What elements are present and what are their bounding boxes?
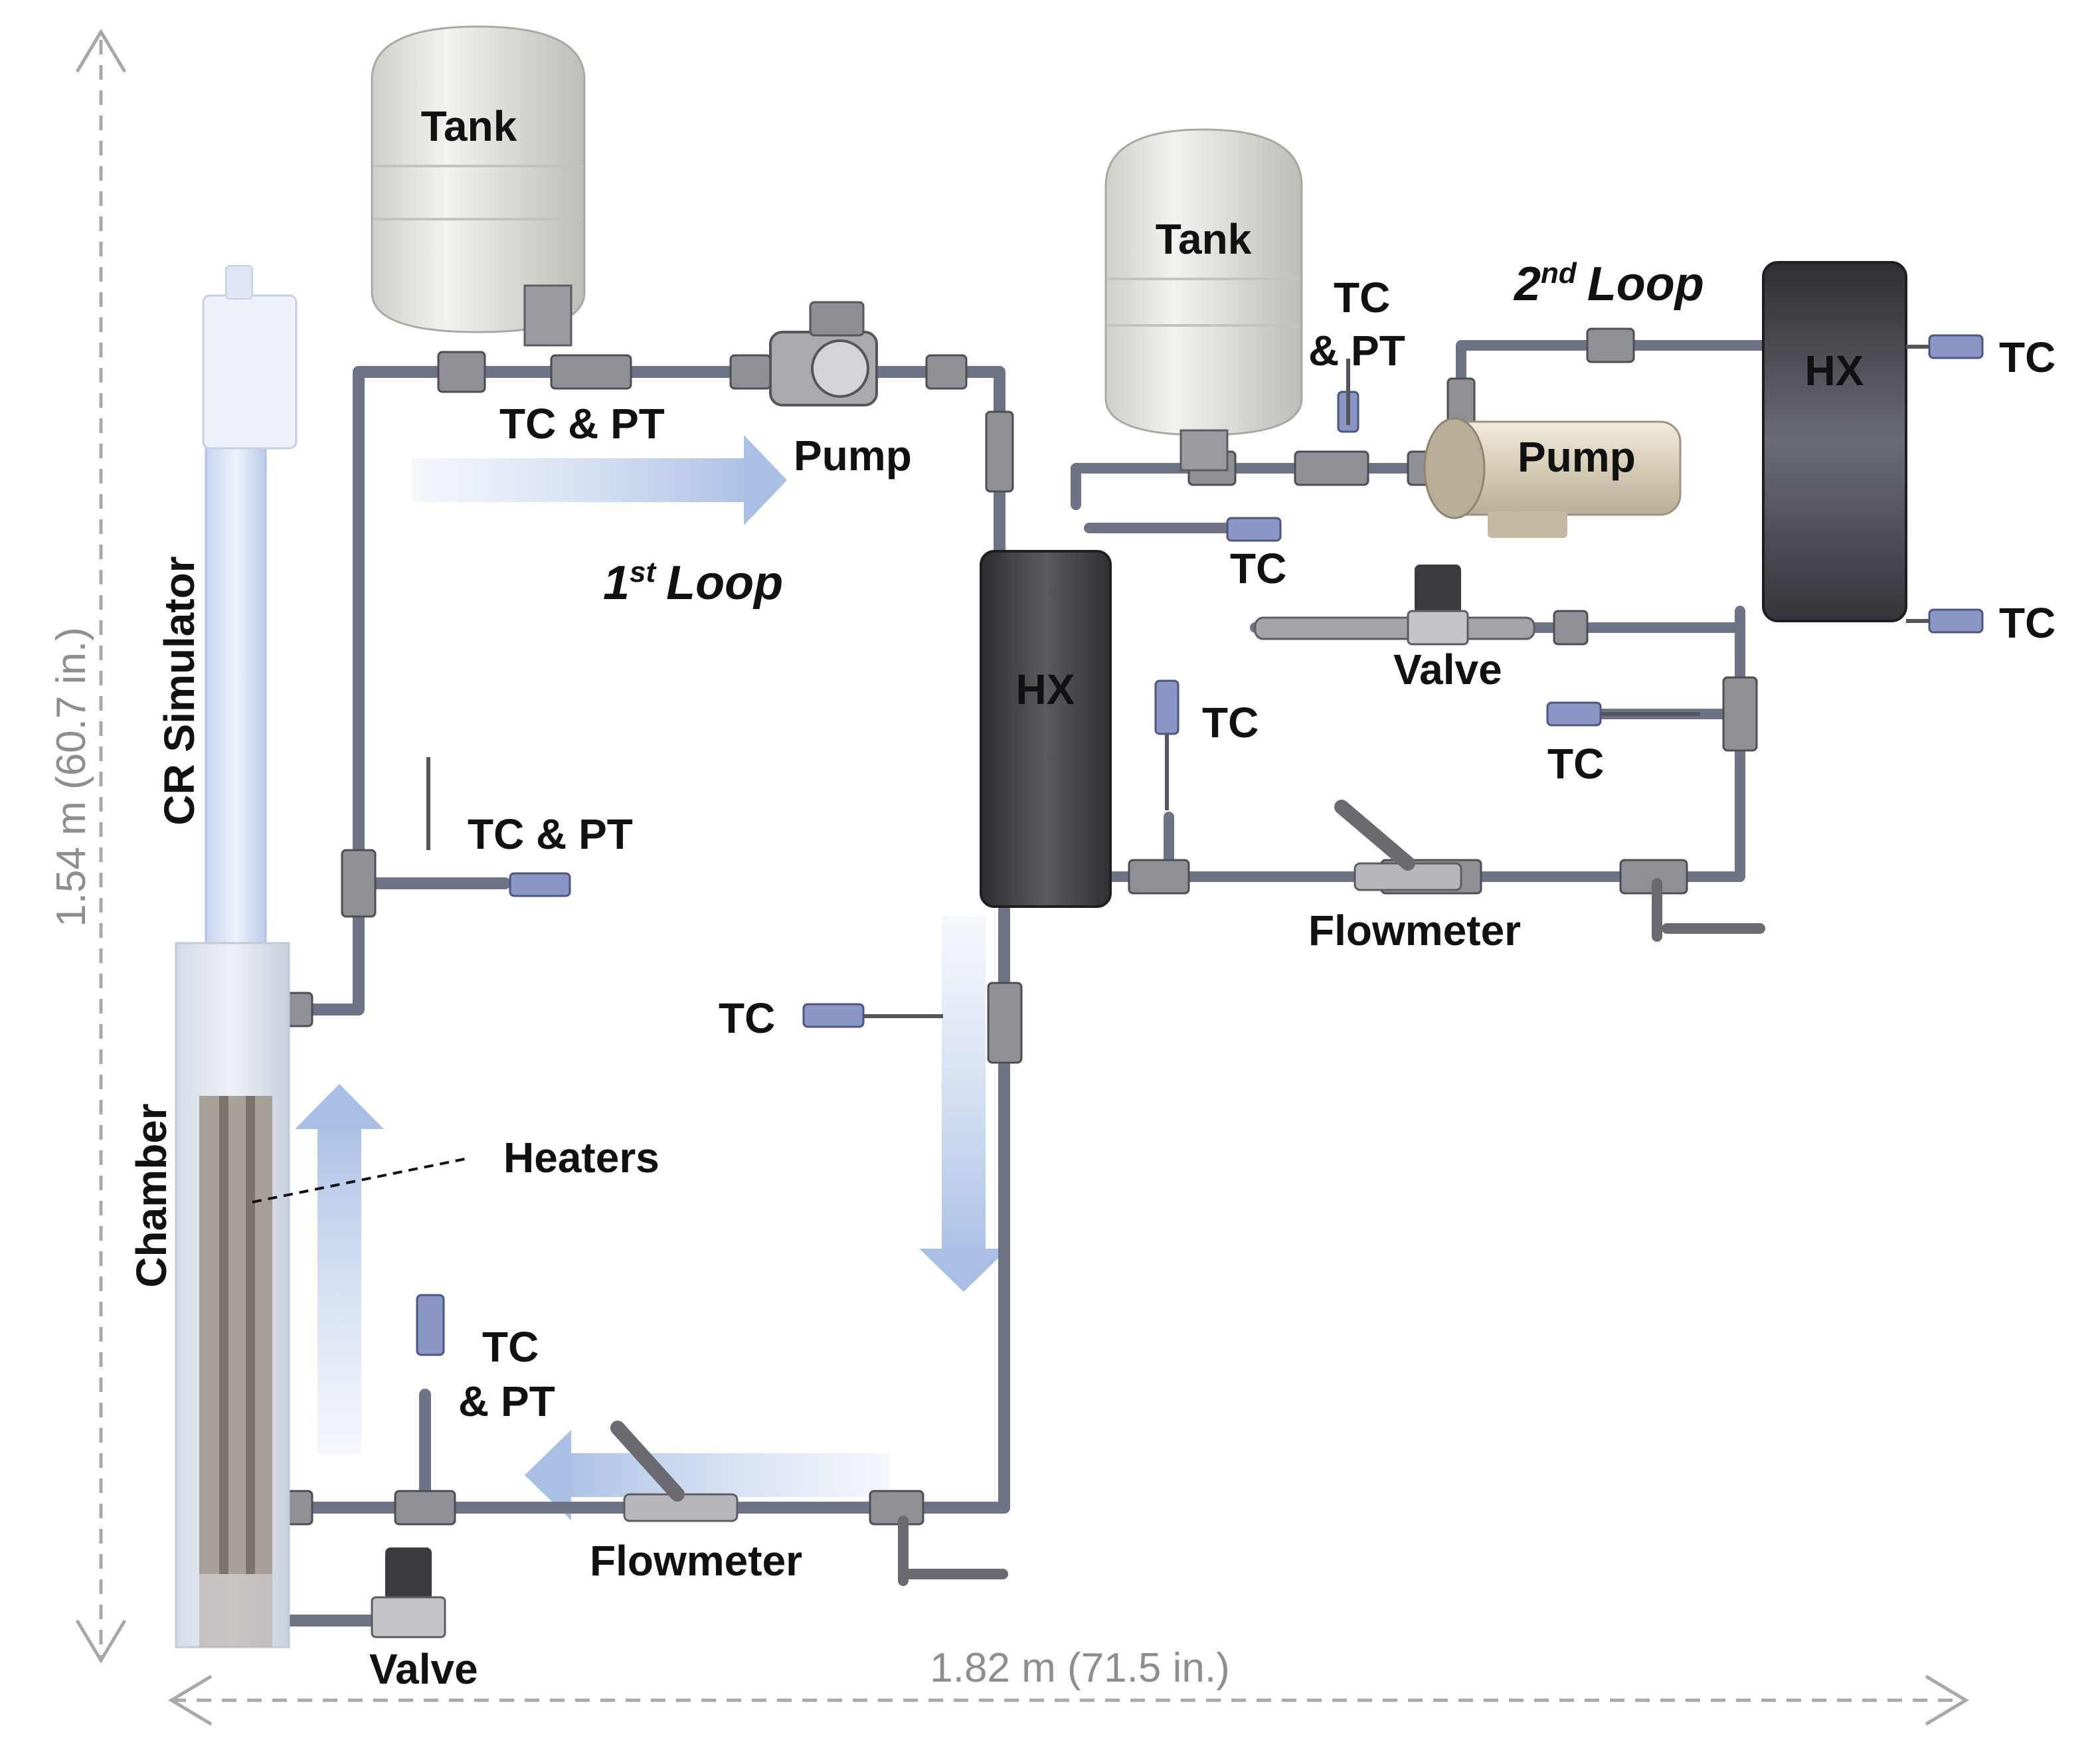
flow-arrow-up bbox=[295, 1084, 384, 1455]
tc-pt-right-label-line1: TC bbox=[1334, 274, 1390, 321]
tank-right-label: Tank bbox=[1156, 215, 1252, 263]
tc-pt-mid-label: TC & PT bbox=[468, 810, 633, 858]
width-dimension bbox=[168, 1674, 1969, 1726]
tc-pt-bottom-label-line2: & PT bbox=[458, 1377, 555, 1425]
flowmeter-bottom-label: Flowmeter bbox=[590, 1537, 802, 1585]
flowmeter-right-icon bbox=[1334, 800, 1462, 891]
pump-left-label: Pump bbox=[794, 432, 912, 480]
flow-arrow-top bbox=[412, 435, 787, 525]
chamber-label: Chamber bbox=[128, 1103, 175, 1287]
valve-right-icon bbox=[1254, 565, 1535, 646]
tc-secondary-tee-label: TC bbox=[1547, 740, 1604, 788]
hx-center-label: HX bbox=[1016, 665, 1075, 713]
flow-arrow-left bbox=[525, 1430, 890, 1520]
tank-right bbox=[1104, 128, 1303, 472]
tank-left bbox=[371, 25, 586, 347]
flowmeter-right-label: Flowmeter bbox=[1308, 907, 1521, 954]
tc-secondary-return-label: TC bbox=[1202, 699, 1259, 747]
height-dimension-label: 1.54 m (60.7 in.) bbox=[48, 627, 94, 926]
pt-stems bbox=[426, 345, 1929, 1018]
valve-bottom-label: Valve bbox=[369, 1645, 478, 1693]
tc-hx-right-top-label: TC bbox=[1999, 333, 2055, 381]
tc-pt-bottom-label-line1: TC bbox=[482, 1323, 539, 1371]
pump-left bbox=[769, 301, 878, 406]
flow-arrow-down bbox=[919, 917, 1008, 1292]
tank-left-label: Tank bbox=[421, 102, 517, 150]
heaters-leader-line bbox=[252, 1158, 466, 1203]
tc-pt-top-label: TC & PT bbox=[499, 400, 665, 448]
width-dimension-label: 1.82 m (71.5 in.) bbox=[930, 1645, 1229, 1691]
tc-primary-return-label: TC bbox=[719, 994, 775, 1042]
tc-hx-right-bottom-label: TC bbox=[1999, 599, 2055, 647]
heat-exchanger-right bbox=[1762, 261, 1907, 622]
heat-exchanger-center bbox=[980, 550, 1112, 908]
pump-right bbox=[1423, 417, 1682, 538]
tc-pt-right-label-line2: & PT bbox=[1308, 327, 1405, 375]
cr-simulator bbox=[202, 265, 298, 951]
height-dimension bbox=[75, 29, 127, 1664]
valve-right-label: Valve bbox=[1393, 646, 1502, 693]
valve-bottom-icon bbox=[371, 1547, 446, 1638]
heaters-label: Heaters bbox=[503, 1134, 659, 1182]
pump-right-label: Pump bbox=[1518, 433, 1636, 481]
tc-hx-outlet-label: TC bbox=[1230, 545, 1286, 592]
flowmeter-bottom-icon bbox=[610, 1421, 739, 1522]
cr-simulator-label: CR Simulator bbox=[155, 556, 203, 825]
chamber bbox=[175, 942, 290, 1648]
hx-right-label: HX bbox=[1805, 347, 1864, 395]
drain-handles bbox=[898, 878, 1765, 1586]
